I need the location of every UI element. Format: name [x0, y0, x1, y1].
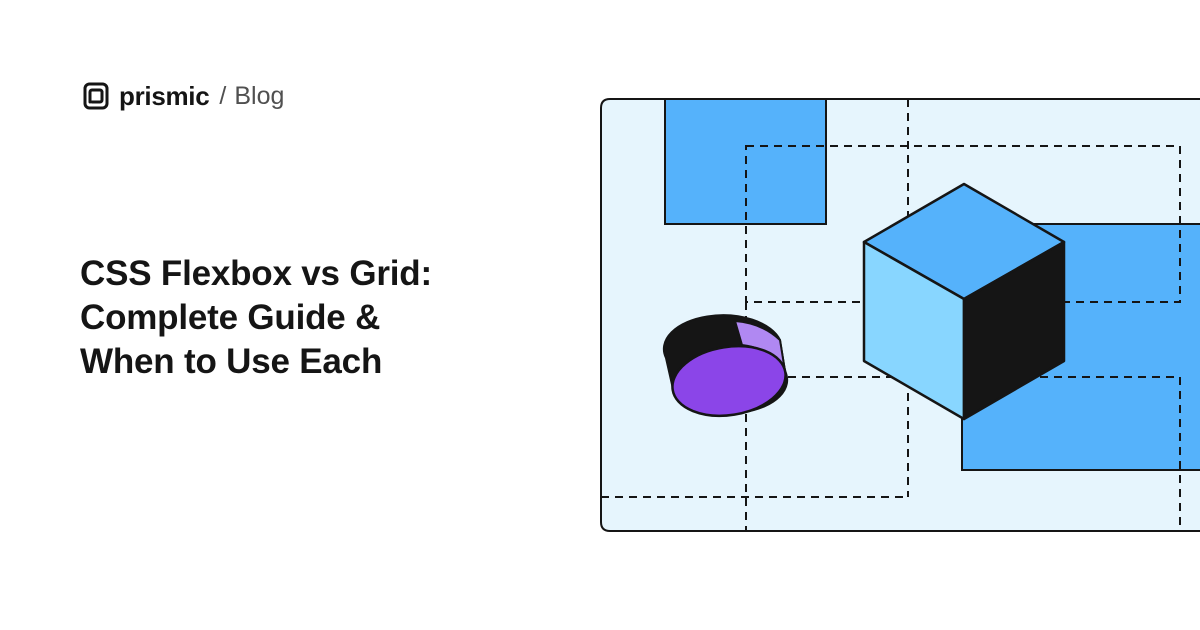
- article-title: CSS Flexbox vs Grid: Complete Guide & Wh…: [80, 252, 560, 384]
- panel-border: [600, 98, 1200, 532]
- cylinder-shape: [662, 314, 789, 417]
- brand-section: Blog: [234, 81, 285, 110]
- brand-separator: /: [219, 81, 227, 110]
- article-title-line-2: Complete Guide &: [80, 298, 381, 337]
- article-title-line-3: When to Use Each: [80, 342, 383, 381]
- prismic-logo-icon: [83, 82, 109, 110]
- article-title-line-1: CSS Flexbox vs Grid:: [80, 254, 432, 293]
- brand-header[interactable]: prismic / Blog: [80, 79, 284, 113]
- cube-shape: [862, 182, 1066, 421]
- brand-name: prismic: [119, 80, 210, 111]
